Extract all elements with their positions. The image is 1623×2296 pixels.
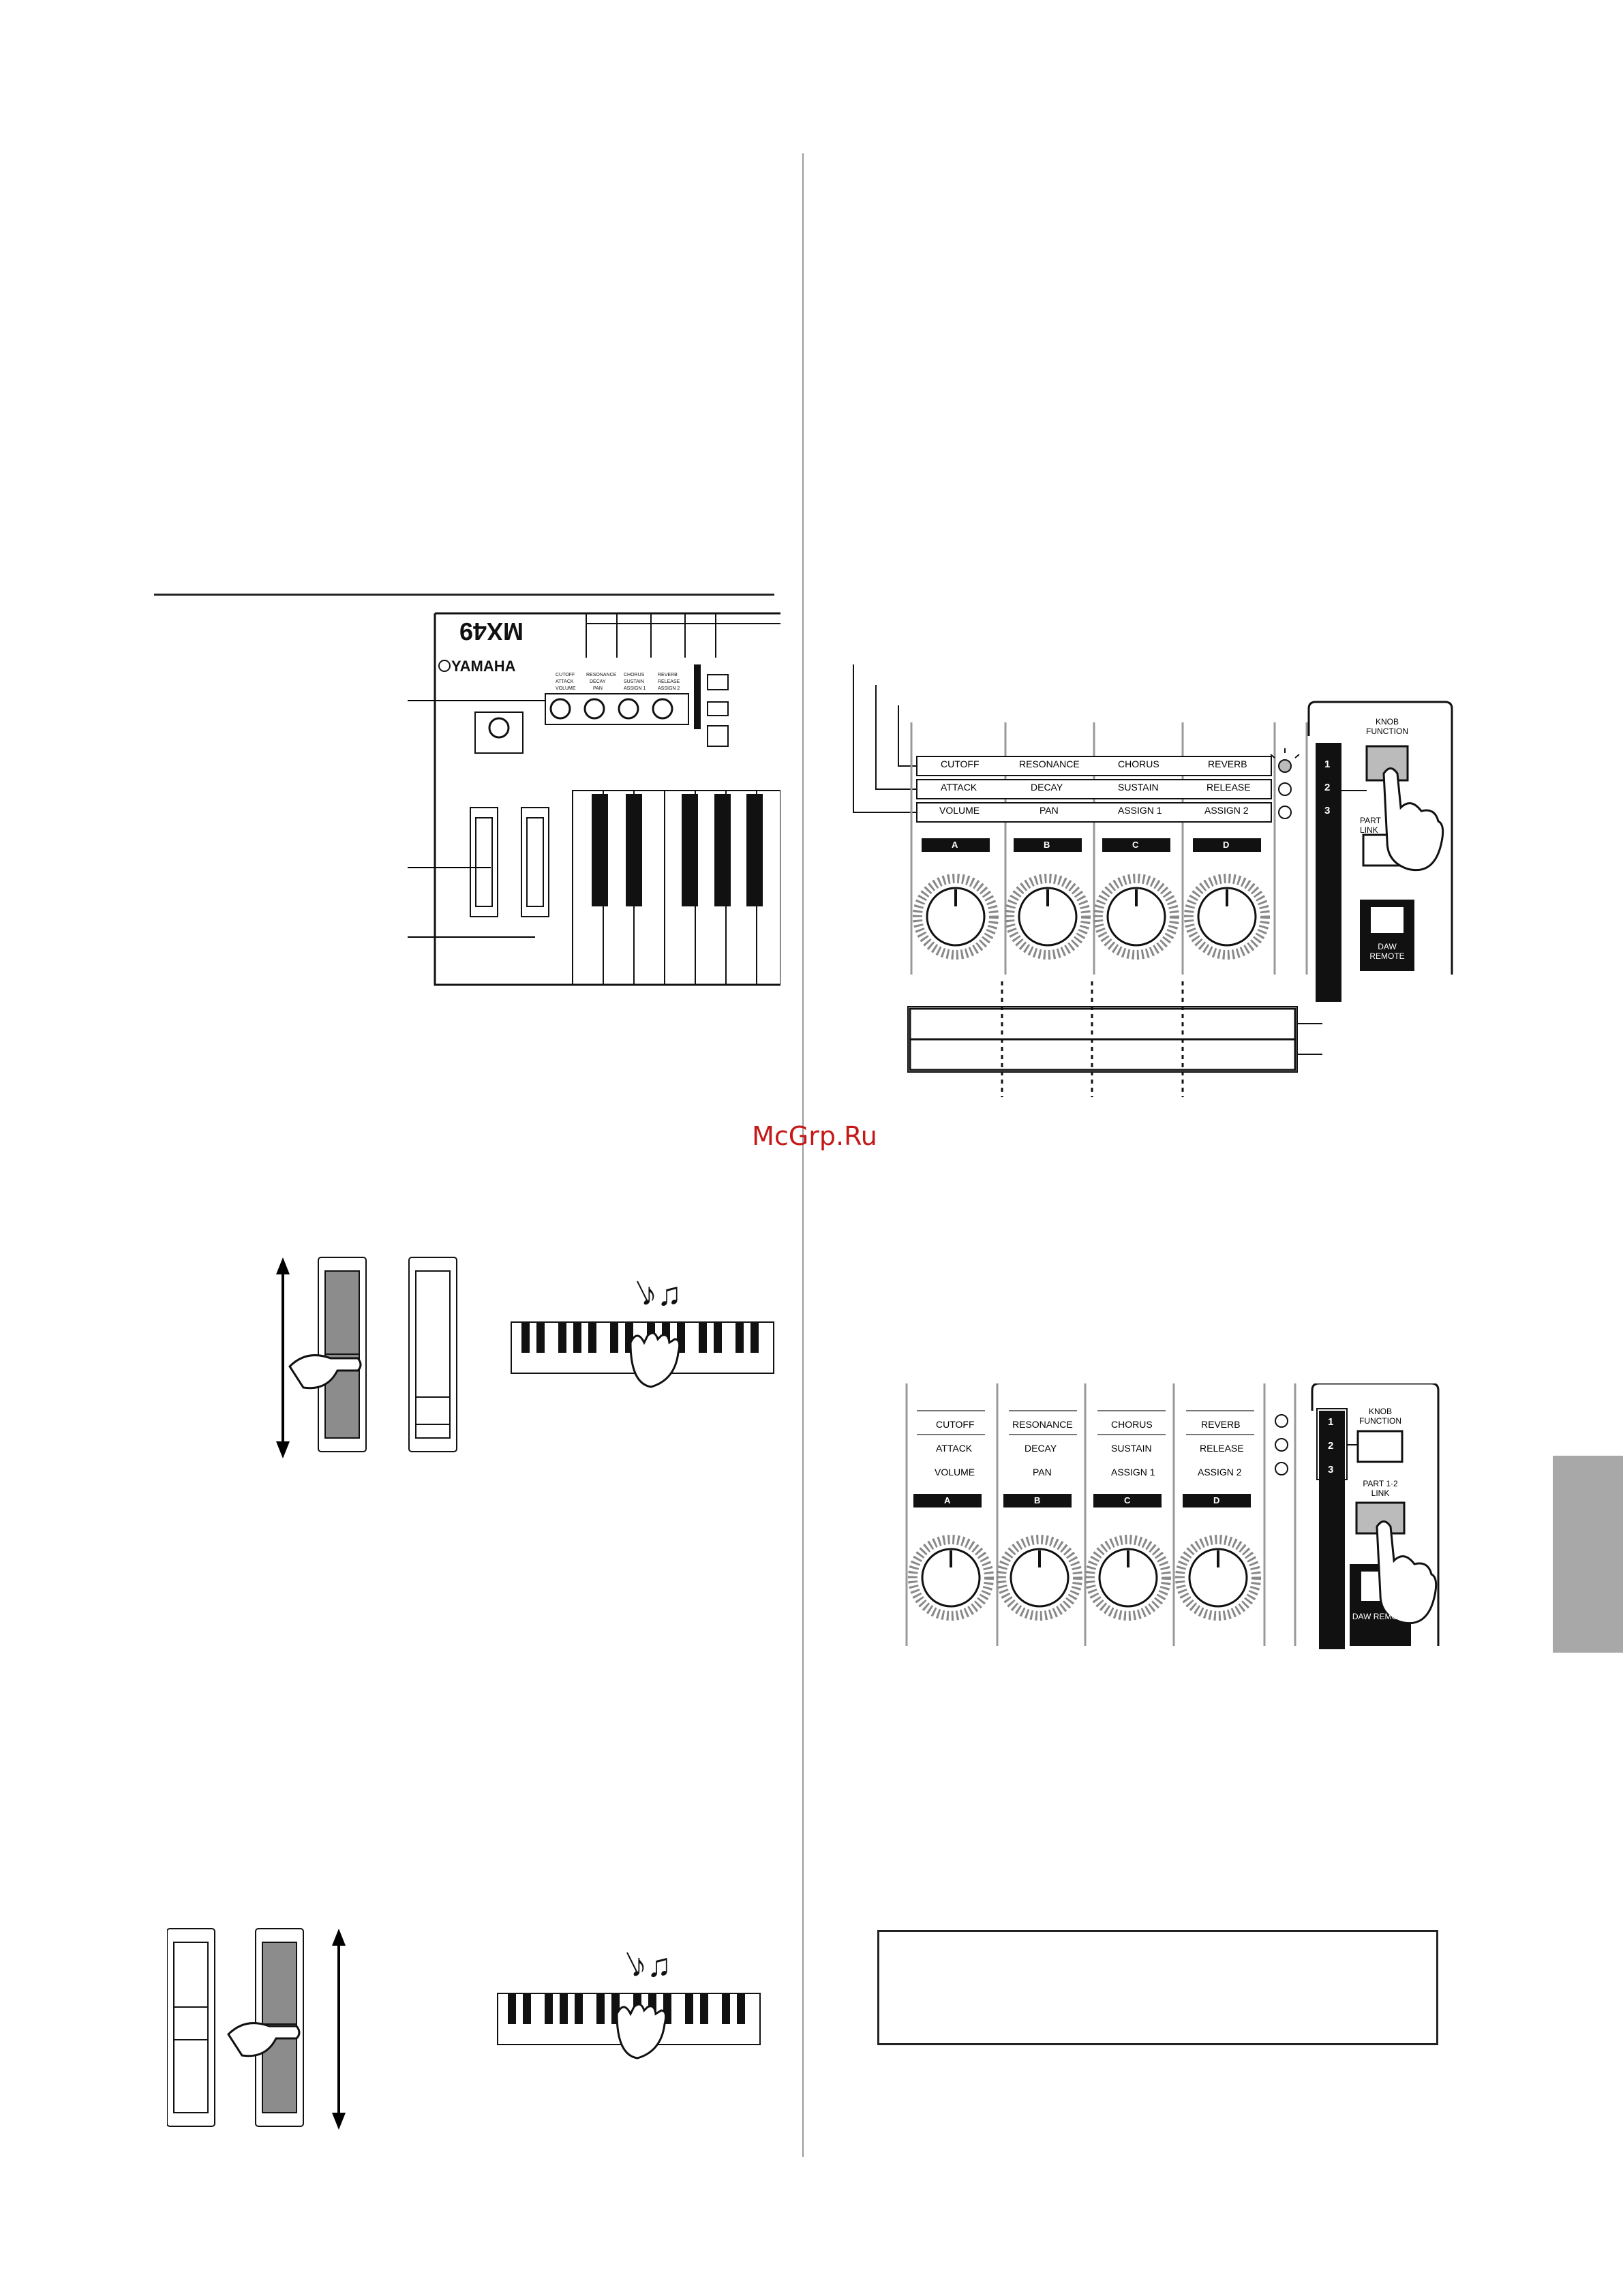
section-rule — [154, 594, 774, 596]
knob-letter-d: D — [1223, 840, 1230, 850]
label-volume: VOLUME — [939, 805, 980, 816]
knob-panel-top-graphics — [853, 664, 1453, 1097]
label-chorus: CHORUS — [1111, 1419, 1153, 1430]
label-release: RELEASE — [1200, 1443, 1244, 1454]
label-reverb: REVERB — [1201, 1419, 1241, 1430]
svg-text:ASSIGN 2: ASSIGN 2 — [658, 686, 680, 691]
label-pan: PAN — [1040, 805, 1059, 816]
label-assign2: ASSIGN 2 — [1198, 1467, 1242, 1478]
knob-panel-bottom-graphics — [905, 1383, 1440, 1649]
label-sustain: SUSTAIN — [1118, 782, 1159, 793]
svg-text:ATTACK: ATTACK — [556, 679, 574, 684]
svg-text:ASSIGN 1: ASSIGN 1 — [624, 686, 646, 691]
svg-text:RELEASE: RELEASE — [658, 679, 680, 684]
knob-letter-d: D — [1213, 1495, 1220, 1505]
svg-text:RESONANCE: RESONANCE — [586, 673, 617, 677]
label-release: RELEASE — [1207, 782, 1251, 793]
label-sustain: SUSTAIN — [1111, 1443, 1152, 1454]
part-link-button-label[interactable]: PART LINK — [1360, 816, 1381, 835]
label-attack: ATTACK — [941, 782, 977, 793]
svg-text:SUSTAIN: SUSTAIN — [624, 679, 644, 684]
row-number-2: 2 — [1328, 1440, 1334, 1452]
svg-text:♪♫: ♪♫ — [631, 1948, 671, 1984]
knob-letter-b: B — [1044, 840, 1050, 850]
label-pan: PAN — [1033, 1467, 1052, 1478]
label-decay: DECAY — [1025, 1443, 1057, 1454]
svg-text:VOLUME: VOLUME — [556, 686, 576, 691]
label-chorus: CHORUS — [1118, 759, 1159, 769]
label-cutoff: CUTOFF — [941, 759, 980, 769]
svg-text:DECAY: DECAY — [590, 679, 606, 684]
label-assign1: ASSIGN 1 — [1111, 1467, 1155, 1478]
chapter-side-tab — [1553, 1456, 1623, 1653]
knob-letter-a: A — [944, 1495, 951, 1505]
svg-text:CHORUS: CHORUS — [624, 673, 645, 677]
label-assign2: ASSIGN 2 — [1204, 805, 1249, 816]
knob-function-button-label[interactable]: KNOB FUNCTION — [1359, 1407, 1401, 1426]
svg-text:♪♫: ♪♫ — [641, 1276, 682, 1313]
svg-text:PAN: PAN — [593, 686, 603, 691]
knob-letter-c: C — [1124, 1495, 1131, 1505]
row-number-1: 1 — [1328, 1416, 1334, 1428]
daw-remote-button-label[interactable]: DAW REMOTE — [1369, 942, 1405, 961]
label-resonance: RESONANCE — [1019, 759, 1080, 769]
label-cutoff: CUTOFF — [936, 1419, 975, 1430]
note-box — [877, 1930, 1438, 2045]
label-resonance: RESONANCE — [1012, 1419, 1073, 1430]
knob-panel-bottom: CUTOFF RESONANCE CHORUS REVERB ATTACK DE… — [900, 1383, 1445, 1649]
brand-logo: YAMAHA — [451, 658, 516, 675]
pitch-bend-illustration: ♪♫ — [276, 1257, 774, 1458]
row-number-3: 3 — [1324, 805, 1331, 816]
column-divider — [802, 153, 804, 2157]
daw-remote-button-label[interactable]: DAW REMOTE — [1352, 1612, 1409, 1621]
svg-text:CUTOFF: CUTOFF — [556, 673, 575, 677]
knob-letter-a: A — [952, 840, 958, 850]
watermark-text: McGrp.Ru — [752, 1121, 877, 1151]
label-reverb: REVERB — [1208, 759, 1247, 769]
label-assign1: ASSIGN 1 — [1118, 805, 1162, 816]
svg-text:REVERB: REVERB — [658, 673, 678, 677]
row-number-2: 2 — [1324, 782, 1331, 793]
label-volume: VOLUME — [935, 1467, 975, 1478]
label-attack: ATTACK — [936, 1443, 973, 1454]
knob-letter-b: B — [1034, 1495, 1041, 1505]
row-number-3: 3 — [1328, 1464, 1334, 1475]
row-number-1: 1 — [1324, 759, 1331, 770]
part-link-button-label[interactable]: PART 1·2 LINK — [1363, 1479, 1398, 1498]
knob-letter-c: C — [1132, 840, 1139, 850]
label-decay: DECAY — [1031, 782, 1063, 793]
knob-panel-top: CUTOFF RESONANCE CHORUS REVERB ATTACK DE… — [845, 654, 1459, 1104]
knob-function-button-label[interactable]: KNOB FUNCTION — [1366, 717, 1408, 736]
modulation-illustration: ♪♫ — [167, 1928, 761, 2130]
model-logo: MX49 — [459, 617, 524, 645]
